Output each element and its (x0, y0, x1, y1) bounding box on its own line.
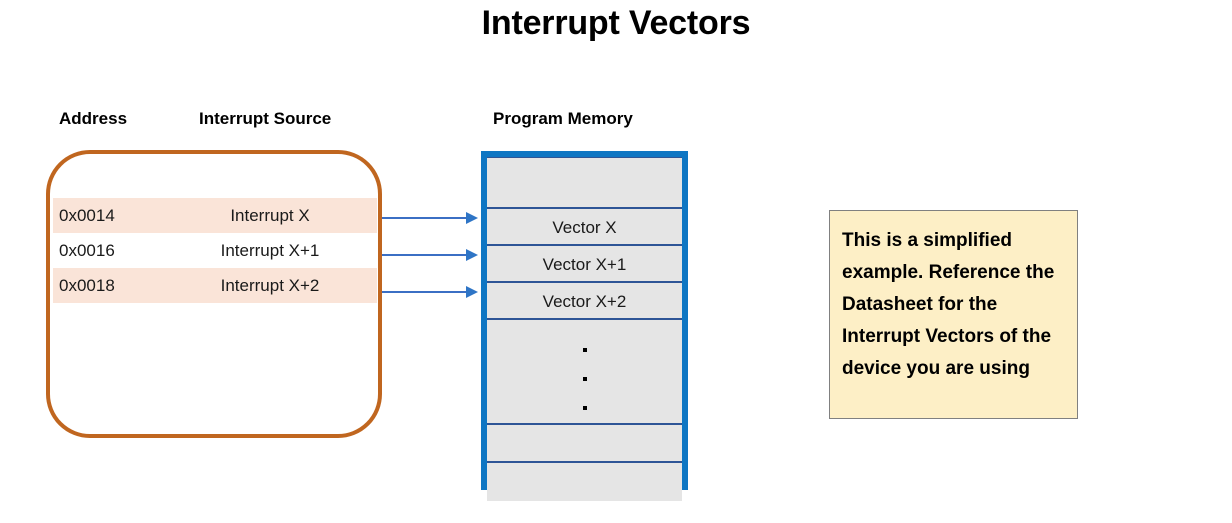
arrow-right-icon (382, 249, 482, 261)
column-header-address: Address (59, 109, 128, 128)
column-header-interrupt-source: Interrupt Source (199, 109, 332, 128)
arrow-shaft (382, 254, 468, 256)
memory-cell-vector-x1: Vector X+1 (487, 245, 682, 282)
ellipsis-dot (582, 377, 587, 381)
vector-table: 0x0014 Interrupt X 0x0016 Interrupt X+1 … (53, 198, 377, 305)
table-row: 0x0014 Interrupt X (53, 198, 377, 233)
arrow-right-icon (382, 286, 482, 298)
program-memory-box: Vector X Vector X+1 Vector X+2 (481, 151, 688, 501)
ellipsis-dot (582, 406, 587, 410)
arrow-right-icon (382, 212, 482, 224)
row-interrupt-source: Interrupt X+1 (220, 241, 320, 260)
vector-table-frame (46, 150, 382, 438)
memory-cell-empty-2 (487, 462, 682, 501)
page-title: Interrupt Vectors (481, 4, 751, 42)
memory-cell-empty-top (487, 157, 682, 208)
memory-cell-vector-x2: Vector X+2 (487, 282, 682, 319)
ellipsis-dot (582, 348, 587, 352)
row-address: 0x0018 (59, 276, 115, 295)
table-row: 0x0018 Interrupt X+2 (53, 268, 377, 303)
arrow-head (466, 212, 478, 224)
arrow-head (466, 286, 478, 298)
row-address: 0x0014 (59, 206, 115, 225)
row-address: 0x0016 (59, 241, 115, 260)
table-row: 0x0016 Interrupt X+1 (53, 233, 377, 268)
arrow-shaft (382, 217, 468, 219)
note-callout: This is a simplified example. Reference … (829, 210, 1078, 419)
row-interrupt-source: Interrupt X (230, 206, 310, 225)
memory-ellipsis (487, 319, 682, 424)
column-header-program-memory: Program Memory (493, 109, 633, 128)
memory-cell-vector-x: Vector X (487, 208, 682, 245)
note-text: This is a simplified example. Reference … (842, 230, 1065, 379)
arrow-head (466, 249, 478, 261)
arrow-shaft (382, 291, 468, 293)
row-interrupt-source: Interrupt X+2 (220, 276, 320, 295)
memory-cell-empty-1 (487, 424, 682, 462)
program-memory-cells: Vector X Vector X+1 Vector X+2 (487, 157, 682, 501)
